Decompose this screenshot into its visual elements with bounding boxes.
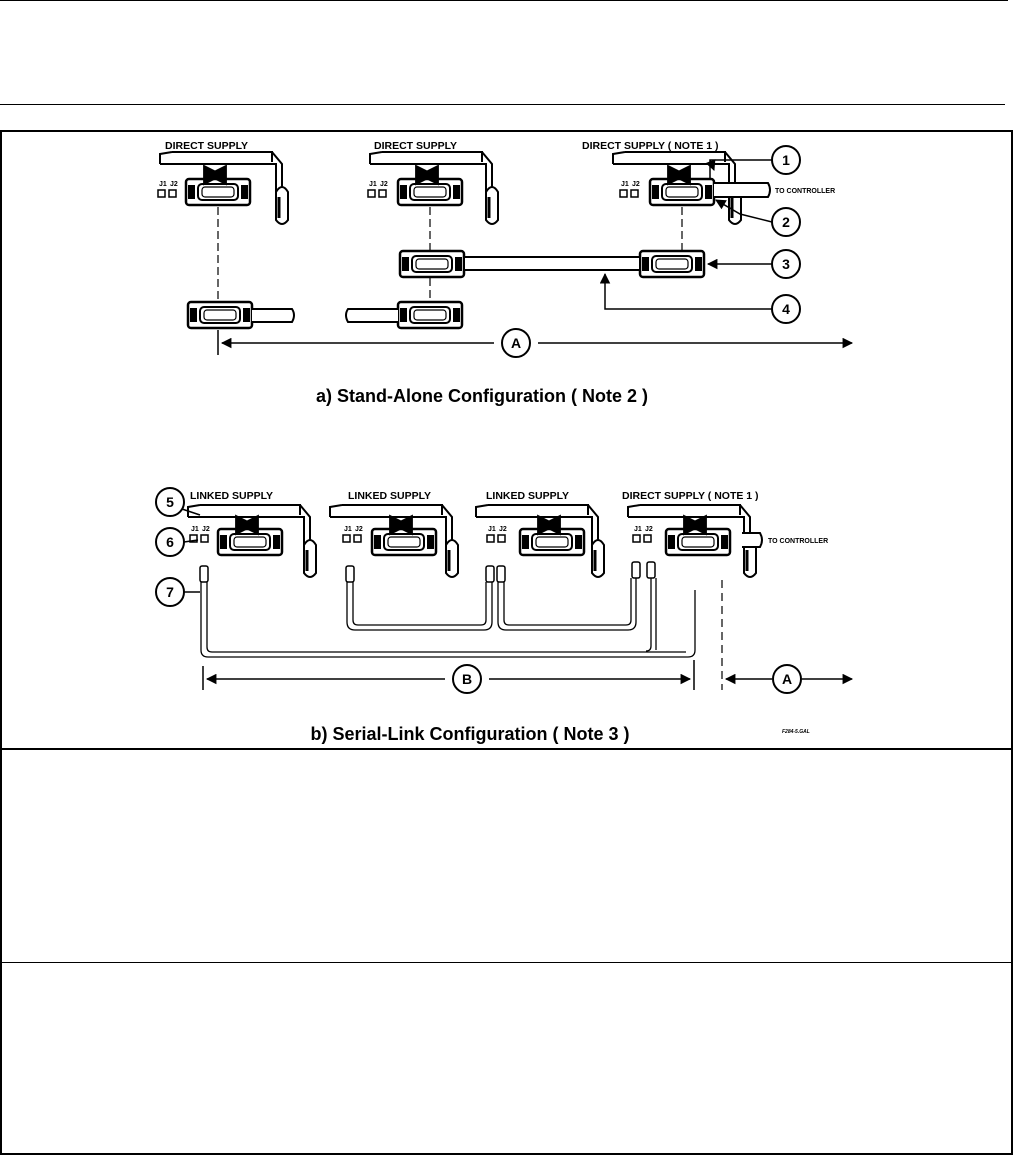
port-label-j2: J2 xyxy=(645,526,653,533)
svg-text:6: 6 xyxy=(166,534,174,550)
svg-text:4: 4 xyxy=(782,301,790,317)
svg-text:5: 5 xyxy=(166,494,174,510)
port-label-j1: J1 xyxy=(344,526,352,533)
direct-supply-3: J1 J2 xyxy=(611,150,771,226)
to-controller-label: TO CONTROLLER xyxy=(775,188,835,195)
port-label-j2: J2 xyxy=(202,526,210,533)
direct-supply-2: J1 J2 xyxy=(367,150,500,226)
port-label-j1: J1 xyxy=(159,181,167,188)
svg-text:7: 7 xyxy=(166,584,174,600)
callout-5: 5 xyxy=(155,487,201,517)
callout-6: 6 xyxy=(155,527,199,557)
caption-stand-alone: a) Stand-Alone Configuration ( Note 2 ) xyxy=(316,386,648,406)
figure-notes-divider xyxy=(2,748,1011,750)
svg-text:2: 2 xyxy=(782,214,790,230)
callout-2: 2 xyxy=(715,199,801,237)
dimension-a: A xyxy=(511,335,521,351)
port-label-j2: J2 xyxy=(632,181,640,188)
dimension-a-serial: A xyxy=(782,671,792,687)
port-label-j1: J1 xyxy=(488,526,496,533)
supply-label: DIRECT SUPPLY ( NOTE 1 ) xyxy=(622,490,759,502)
supply-label: LINKED SUPPLY xyxy=(190,490,273,502)
top-rule xyxy=(0,0,1008,1)
port-label-j1: J1 xyxy=(191,526,199,533)
supply-label: DIRECT SUPPLY xyxy=(374,140,457,152)
to-controller-label: TO CONTROLLER xyxy=(768,538,828,545)
notes-divider xyxy=(2,962,1011,963)
callout-3: 3 xyxy=(706,249,801,279)
port-label-j1: J1 xyxy=(369,181,377,188)
callout-4: 4 xyxy=(599,272,801,324)
callout-1: 1 xyxy=(705,145,801,180)
figure-ref-code: F284-5.GAL xyxy=(782,729,810,735)
supply-label: DIRECT SUPPLY ( NOTE 1 ) xyxy=(582,140,719,152)
port-label-j2: J2 xyxy=(170,181,178,188)
supply-label: LINKED SUPPLY xyxy=(348,490,431,502)
supply-label: LINKED SUPPLY xyxy=(486,490,569,502)
supply-label: DIRECT SUPPLY xyxy=(165,140,248,152)
caption-serial-link: b) Serial-Link Configuration ( Note 3 ) xyxy=(311,724,630,744)
figure-frame xyxy=(0,130,1013,1155)
port-label-j1: J1 xyxy=(634,526,642,533)
stand-alone-diagram: J1 J2 DIRECT SUPPLY J1 J2 DIRECT SUPPLY … xyxy=(157,140,854,406)
serial-link-diagram: J1 J2 LINKED SUPPLY J1 J2 LINKED SUPPLY … xyxy=(155,487,854,744)
port-label-j1: J1 xyxy=(621,181,629,188)
port-label-j2: J2 xyxy=(380,181,388,188)
header-rule xyxy=(0,104,1005,105)
direct-supply-1: J1 J2 xyxy=(157,150,290,226)
callout-7: 7 xyxy=(155,577,200,607)
port-label-j2: J2 xyxy=(499,526,507,533)
port-label-j2: J2 xyxy=(355,526,363,533)
svg-text:3: 3 xyxy=(782,256,790,272)
svg-text:1: 1 xyxy=(782,152,790,168)
dimension-b: B xyxy=(462,671,472,687)
